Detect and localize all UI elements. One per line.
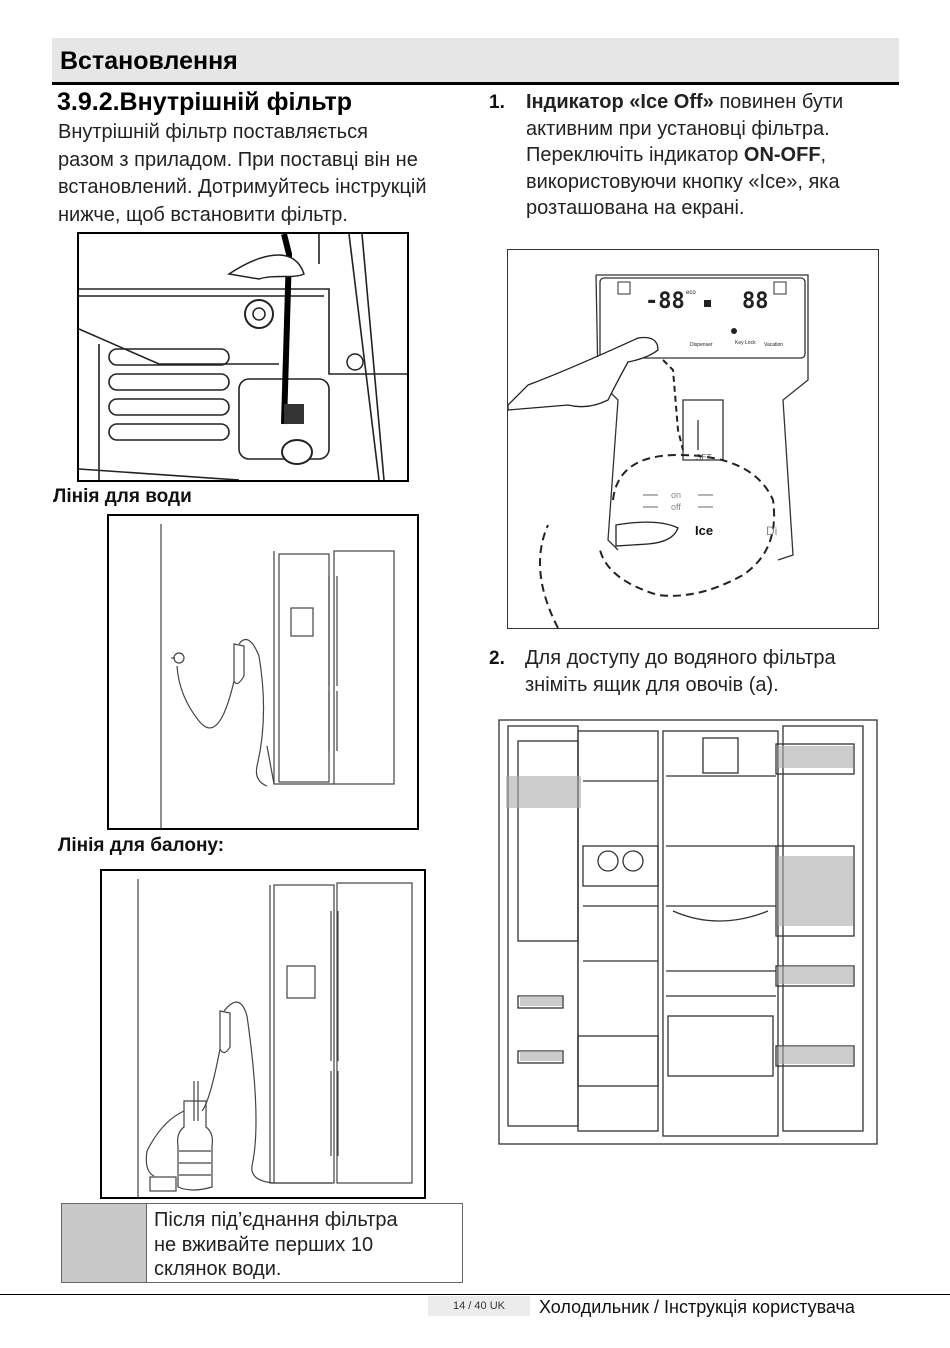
step-1-line3-post: , (820, 144, 827, 166)
water-line-caption: Лінія для води (53, 486, 192, 507)
note-line: склянок води. (154, 1258, 282, 1280)
note-box: Після під’єднання фільтра не вживайте пе… (61, 1203, 463, 1283)
note-marker (62, 1204, 147, 1282)
off-label: off (671, 502, 681, 512)
footer-rule (0, 1294, 950, 1295)
subsection-title: 3.9.2.Внутрішній фільтр (57, 88, 352, 116)
step-2-text: Для доступу до водяного фільтра зніміть … (525, 645, 895, 698)
set-label: SET (696, 453, 712, 462)
step-1-line1-rest: повинен бути (713, 91, 844, 113)
key-lock-label: Key Lock (735, 340, 756, 346)
display-digits-left: -88 (645, 289, 685, 314)
step-1-text: Індикатор «Ice Off» повинен бути активни… (526, 89, 896, 222)
ice-button-label: Ice (695, 523, 713, 538)
intro-paragraph: Внутрішній фільтр поставляється разом з … (58, 119, 483, 229)
note-line: не вживайте перших 10 (154, 1233, 374, 1256)
page-number: 14 / 40 UK (428, 1296, 530, 1316)
step-1-line3-pre: Переключіть індикатор (526, 144, 744, 166)
step-2-line: зніміть ящик для овочів (а). (525, 673, 779, 696)
section-title: Встановлення (60, 47, 238, 75)
dispenser-label: Dispenser (690, 342, 713, 348)
step-1-number: 1. (489, 92, 505, 113)
section-header-bar (52, 38, 899, 85)
step-1-line: розташована на екрані. (526, 197, 745, 219)
intro-line: Внутрішній фільтр поставляється (58, 121, 368, 143)
intro-line: разом з приладом. При поставці він не (58, 148, 418, 171)
water-line-illustration (107, 514, 419, 830)
note-line: Після під’єднання фільтра (154, 1209, 398, 1231)
eco-label: eco (686, 290, 696, 296)
bottle-line-illustration (100, 869, 426, 1199)
step-2-number: 2. (489, 648, 505, 669)
footer-title: Холодильник / Інструкція користувача (539, 1297, 855, 1317)
display-digits-right: 88 (742, 289, 769, 314)
control-panel-illustration: -88 eco 88 Dispenser Key Lock Vacation S… (507, 249, 879, 629)
filter-closeup-illustration (77, 232, 409, 482)
vacation-label: Vacation (764, 342, 783, 348)
open-refrigerator-illustration (498, 716, 878, 1146)
on-label: on (671, 490, 681, 500)
intro-line: нижче, щоб встановити фільтр. (58, 203, 348, 226)
step-1-bold-lead: Індикатор «Ice Off» (526, 91, 714, 113)
step-1-line: використовуючи кнопку «Ice», яка (526, 170, 840, 193)
intro-line: встановлений. Дотримуйтесь інструкцій (58, 176, 427, 198)
step-1-line: активним при установці фільтра. (526, 117, 830, 140)
dispenser-partial-label: Di (766, 524, 777, 538)
step-1-onoff: ON-OFF (743, 144, 821, 166)
step-2-line: Для доступу до водяного фільтра (525, 647, 836, 669)
bottle-line-caption: Лінія для балону: (58, 835, 225, 856)
note-text: Після під’єднання фільтра не вживайте пе… (154, 1208, 454, 1282)
